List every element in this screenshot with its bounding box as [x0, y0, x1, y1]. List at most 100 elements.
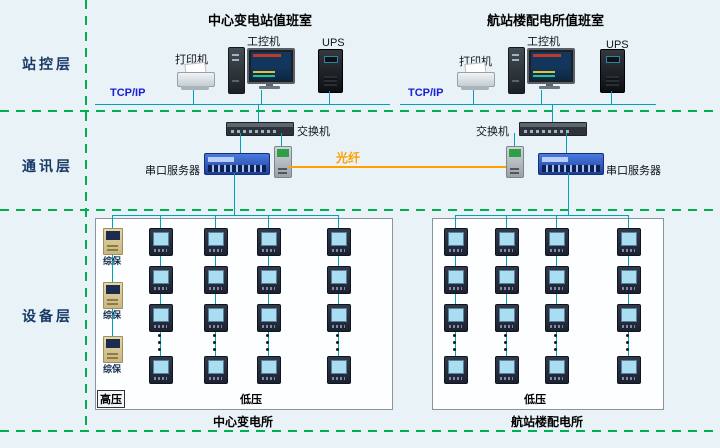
power-meter-icon [545, 356, 569, 384]
power-meter-icon [327, 228, 351, 256]
connector-line [611, 91, 612, 104]
room-title-left: 中心变电站值班室 [207, 13, 312, 28]
power-meter-icon [257, 228, 281, 256]
protection-relay-label: 综保 [103, 256, 122, 266]
monitor-stand [546, 82, 553, 86]
power-meter-icon [495, 356, 519, 384]
feeder-line [215, 215, 216, 374]
power-meter-icon [257, 304, 281, 332]
workstation-icon [508, 46, 575, 94]
layer-divider-3 [0, 430, 720, 432]
feeder-line [455, 215, 456, 374]
ellipsis-dots [453, 334, 456, 351]
serial-server-label-right: 串口服务器 [606, 165, 661, 177]
ups-label-right: UPS [606, 39, 629, 51]
pc-tower-icon [508, 47, 525, 94]
power-meter-icon [495, 304, 519, 332]
power-meter-icon [444, 304, 468, 332]
power-meter-icon [617, 356, 641, 384]
box-caption-right: 航站楼配电所 [510, 415, 583, 429]
feeder-line [556, 215, 557, 374]
power-meter-icon [545, 304, 569, 332]
feeder-line [268, 215, 269, 374]
monitor-base [539, 86, 560, 89]
monitor-screen [531, 52, 571, 80]
printer-tray [461, 86, 489, 90]
ups-label-left: UPS [322, 37, 345, 49]
power-meter-icon [257, 356, 281, 384]
room-title-right: 航站楼配电所值班室 [486, 13, 604, 28]
serial-server-label-left: 串口服务器 [145, 165, 200, 177]
feeder-line [160, 215, 161, 374]
lv-label-right: 低压 [524, 394, 546, 406]
power-meter-icon [204, 304, 228, 332]
tcpip-bus-line-right [400, 104, 656, 105]
switch-label-right: 交换机 [476, 126, 509, 138]
layer-divider-1 [0, 110, 720, 112]
connector-line [552, 105, 553, 122]
switch-icon-right [519, 122, 587, 136]
hv-label: 高压 [97, 390, 125, 408]
ellipsis-dots [554, 334, 557, 351]
power-meter-icon [617, 228, 641, 256]
power-meter-icon [149, 266, 173, 294]
monitor-screen [251, 52, 291, 80]
power-meter-icon [545, 266, 569, 294]
monitor-icon [527, 48, 575, 84]
monitor-stand [266, 82, 273, 86]
power-meter-icon [149, 228, 173, 256]
ellipsis-dots [158, 334, 161, 351]
ellipsis-dots [266, 334, 269, 351]
power-meter-icon [149, 356, 173, 384]
layer-label-station: 站控层 [22, 56, 73, 72]
connector-line [329, 91, 330, 104]
connector-line [261, 90, 262, 104]
power-meter-icon [204, 356, 228, 384]
power-meter-icon [257, 266, 281, 294]
connector-line [568, 173, 569, 215]
fiber-link-line [289, 166, 508, 168]
ellipsis-dots [504, 334, 507, 351]
protection-relay-icon [103, 282, 123, 309]
ups-icon [600, 49, 625, 93]
fiber-converter-icon-right [506, 146, 524, 178]
feeder-line [338, 215, 339, 374]
ellipsis-dots [626, 334, 629, 351]
ellipsis-dots [213, 334, 216, 351]
pc-label-left: 工控机 [247, 36, 280, 48]
power-meter-icon [204, 228, 228, 256]
device-bus-line-left [112, 215, 338, 216]
protection-relay-label: 综保 [103, 364, 122, 374]
fiber-converter-icon-left [274, 146, 292, 178]
connector-line [234, 173, 235, 215]
power-meter-icon [327, 304, 351, 332]
device-bus-line-right [455, 215, 628, 216]
power-meter-icon [444, 356, 468, 384]
layer-divider-vertical [85, 0, 87, 430]
layer-label-device: 设备层 [22, 308, 73, 324]
power-meter-icon [327, 356, 351, 384]
power-meter-icon [545, 228, 569, 256]
feeder-line [628, 215, 629, 374]
lv-label-left: 低压 [240, 394, 262, 406]
printer-tray [181, 86, 209, 90]
connector-line [258, 105, 259, 122]
serial-server-icon-left [204, 153, 270, 175]
connector-line [541, 90, 542, 104]
connector-line [473, 90, 474, 104]
connector-line [240, 133, 241, 153]
switch-icon-left [226, 122, 294, 136]
protection-relay-icon [103, 228, 123, 255]
ups-icon [318, 49, 343, 93]
connector-line [566, 133, 567, 153]
power-meter-icon [149, 304, 173, 332]
layer-label-comm: 通讯层 [22, 158, 73, 174]
printer-icon [176, 61, 215, 91]
tcpip-label-left: TCP/IP [110, 87, 146, 99]
power-meter-icon [617, 304, 641, 332]
layer-divider-2 [0, 209, 720, 211]
feeder-line [112, 215, 113, 343]
feeder-line [506, 215, 507, 374]
printer-body [457, 72, 495, 87]
